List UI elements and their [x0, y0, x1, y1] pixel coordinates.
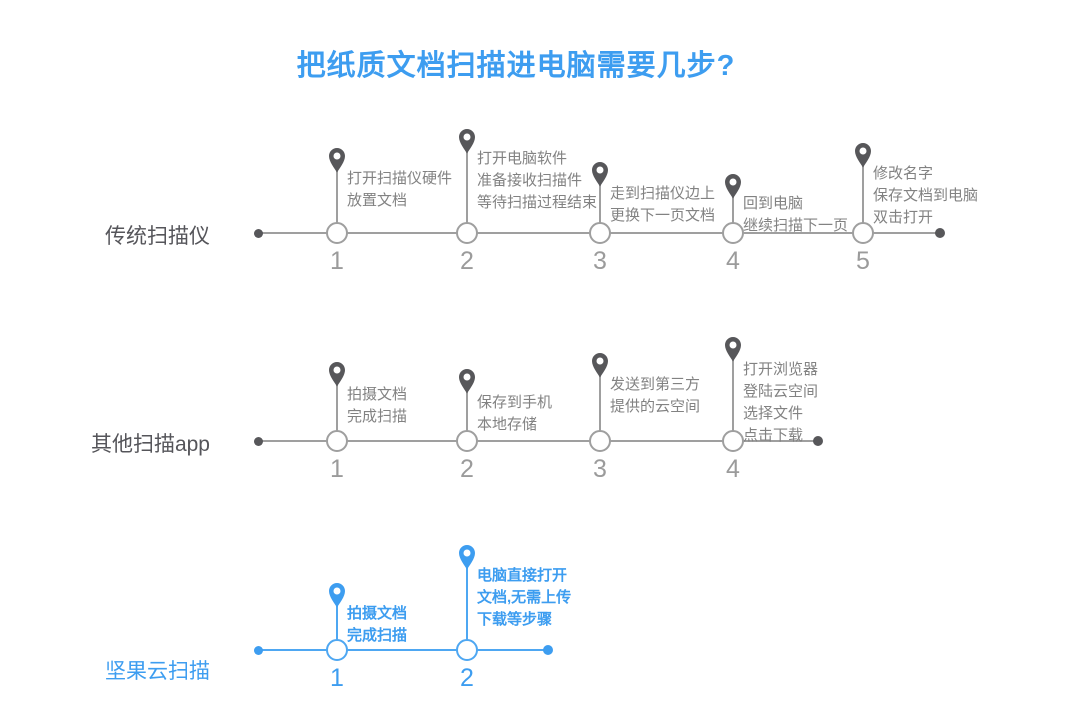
timeline-node: [326, 639, 348, 661]
step-description-line: 点击下载: [743, 427, 804, 444]
step-description: 电脑直接打开文档,无需上传下载等步骤: [477, 565, 571, 631]
step-description-line: 拍摄文档: [347, 386, 408, 403]
step-description-line: 完成扫描: [347, 408, 408, 425]
step-description-line: 更换下一页文档: [610, 207, 716, 224]
pin-stem: [599, 170, 601, 233]
step-description: 打开扫描仪硬件放置文档: [347, 168, 452, 212]
timeline-start-dot: [254, 229, 263, 238]
row-label-traditional-scanner: 传统扫描仪: [105, 225, 210, 248]
step-description-line: 打开扫描仪硬件: [347, 170, 453, 187]
step-description-line: 电脑直接打开: [477, 567, 568, 584]
timeline-node: [456, 222, 478, 244]
step-description-line: 修改名字: [873, 165, 934, 182]
step-description: 打开电脑软件准备接收扫描件等待扫描过程结束: [477, 148, 597, 214]
step-description-line: 下载等步骤: [477, 611, 553, 628]
timeline-node: [456, 430, 478, 452]
step-number: 3: [593, 455, 607, 483]
step-description-line: 等待扫描过程结束: [477, 194, 598, 211]
step-number: 4: [726, 247, 740, 275]
map-pin-icon: [456, 543, 478, 571]
pin-stem: [599, 361, 601, 441]
step-description-line: 双击打开: [873, 209, 934, 226]
step-description: 回到电脑继续扫描下一页: [743, 193, 848, 237]
row-label-jianguo-cloud-scan: 坚果云扫描: [105, 660, 210, 683]
timeline-node: [326, 430, 348, 452]
timeline-line: [258, 649, 548, 651]
step-description-line: 继续扫描下一页: [743, 217, 849, 234]
step-description-line: 放置文档: [347, 192, 408, 209]
step-number: 2: [460, 455, 474, 483]
map-pin-icon: [589, 160, 611, 188]
timeline-node: [722, 430, 744, 452]
map-pin-icon: [326, 146, 348, 174]
pin-stem: [732, 345, 734, 441]
timeline-node: [456, 639, 478, 661]
pin-stem: [466, 377, 468, 441]
step-description-line: 文档,无需上传: [477, 589, 572, 606]
step-description-line: 走到扫描仪边上: [610, 185, 716, 202]
pin-stem: [336, 591, 338, 650]
step-number: 2: [460, 247, 474, 275]
pin-stem: [336, 156, 338, 233]
timeline-node: [852, 222, 874, 244]
step-description: 拍摄文档完成扫描: [347, 603, 407, 647]
map-pin-icon: [722, 335, 744, 363]
timeline-start-dot: [254, 646, 263, 655]
pin-stem: [862, 151, 864, 233]
step-description-line: 发送到第三方: [610, 376, 701, 393]
timeline-node: [326, 222, 348, 244]
step-description-line: 打开电脑软件: [477, 150, 568, 167]
pin-stem: [466, 137, 468, 233]
map-pin-icon: [326, 581, 348, 609]
step-description-line: 提供的云空间: [610, 398, 701, 415]
map-pin-icon: [852, 141, 874, 169]
map-pin-icon: [456, 127, 478, 155]
page-title: 把纸质文档扫描进电脑需要几步?: [296, 50, 736, 82]
step-description: 拍摄文档完成扫描: [347, 384, 407, 428]
map-pin-icon: [326, 360, 348, 388]
step-description-line: 打开浏览器: [743, 361, 819, 378]
map-pin-icon: [456, 367, 478, 395]
step-description-line: 回到电脑: [743, 195, 804, 212]
pin-stem: [466, 553, 468, 650]
step-description-line: 登陆云空间: [743, 383, 819, 400]
timeline-node: [589, 430, 611, 452]
map-pin-icon: [589, 351, 611, 379]
step-description-line: 拍摄文档: [347, 605, 408, 622]
step-description: 修改名字保存文档到电脑双击打开: [873, 163, 978, 229]
step-number: 2: [460, 664, 474, 692]
row-label-other-scan-apps: 其他扫描app: [90, 433, 210, 456]
step-number: 4: [726, 455, 740, 483]
pin-stem: [732, 182, 734, 233]
timeline-line: [258, 440, 818, 442]
step-number: 5: [856, 247, 870, 275]
step-description-line: 准备接收扫描件: [477, 172, 583, 189]
step-description-line: 保存文档到电脑: [873, 187, 979, 204]
step-description: 打开浏览器登陆云空间选择文件点击下载: [743, 359, 818, 447]
timeline-end-dot: [813, 436, 823, 446]
step-number: 3: [593, 247, 607, 275]
step-description-line: 本地存储: [477, 416, 538, 433]
timeline-node: [589, 222, 611, 244]
step-description: 保存到手机本地存储: [477, 392, 552, 436]
step-description-line: 选择文件: [743, 405, 804, 422]
step-description-line: 完成扫描: [347, 627, 408, 644]
timeline-end-dot: [935, 228, 945, 238]
pin-stem: [336, 370, 338, 441]
timeline-node: [722, 222, 744, 244]
timeline-end-dot: [543, 645, 553, 655]
timeline-start-dot: [254, 437, 263, 446]
step-description: 走到扫描仪边上更换下一页文档: [610, 183, 715, 227]
step-description: 发送到第三方提供的云空间: [610, 374, 700, 418]
step-number: 1: [330, 664, 344, 692]
step-number: 1: [330, 247, 344, 275]
step-number: 1: [330, 455, 344, 483]
step-description-line: 保存到手机: [477, 394, 553, 411]
map-pin-icon: [722, 172, 744, 200]
